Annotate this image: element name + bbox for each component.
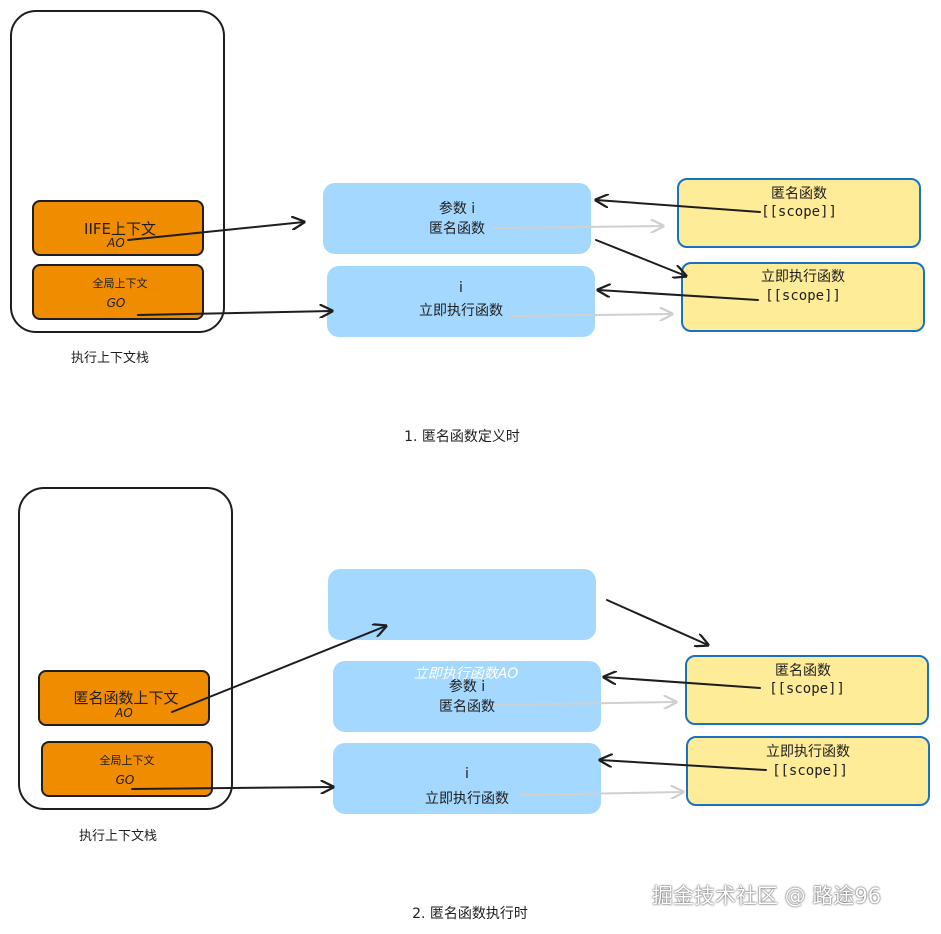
blue-bottom-line2-1: 立即执行函数 (419, 303, 503, 319)
global-context-go-2: GO (115, 773, 135, 787)
execution-stack-frame-2 (18, 487, 233, 810)
blue-bottom-line1-2: i (465, 766, 469, 782)
closure-blue-bottom-1: i 立即执行函数 (327, 266, 595, 337)
arrow-global-go-to-blue-2 (131, 787, 333, 789)
blue-top-line2-1: 匿名函数 (429, 221, 485, 237)
yellow-bottom-line1-2: 立即执行函数 (766, 744, 850, 760)
yellow-top-line2-1: [[scope]] (761, 204, 837, 220)
yellow-top-line1-1: 匿名函数 (771, 186, 827, 202)
anon-context-box: 匿名函数上下文 AO (38, 670, 210, 726)
blue-bottom-line2-2: 立即执行函数 (425, 791, 509, 807)
global-context-title-2: 全局上下文 (99, 754, 155, 767)
stack-label-2: 执行上下文栈 (78, 829, 158, 844)
yellow-top-line1-2: 匿名函数 (775, 663, 831, 679)
caption-1: 1. 匿名函数定义时 (404, 429, 520, 445)
global-context-title-1: 全局上下文 (92, 277, 148, 290)
blue-mid-line2-2: 匿名函数 (439, 699, 495, 715)
scope-yellow-bottom-2: 立即执行函数 [[scope]] (686, 736, 930, 806)
blue-bottom-line1-1: i (459, 280, 463, 296)
yellow-bottom-line1-1: 立即执行函数 (761, 269, 845, 285)
arrow-light-anon-to-yellow-2 (493, 702, 676, 705)
anon-context-ao: AO (115, 706, 133, 720)
blue-ao-label-2: 立即执行函数AO (413, 666, 519, 682)
arrow-blue-to-yellow-bottom (595, 239, 686, 276)
blue-mid-line1-2: 参数 i (448, 679, 486, 695)
arrow-anon-ao-to-blue-ao (171, 626, 386, 713)
closure-blue-top-1: 参数 i 匿名函数 (323, 183, 591, 254)
watermark: 掘金技术社区 @ 路途96 (652, 884, 882, 908)
arrow-light-iife-to-yellow-2 (519, 792, 683, 795)
iife-context-title: IIFE上下文 (84, 220, 156, 238)
caption-2: 2. 匿名函数执行时 (412, 906, 528, 922)
iife-context-box: IIFE上下文 AO (32, 200, 204, 256)
execution-stack-frame-1 (10, 10, 225, 333)
arrow-yellow-scope-to-blue-bottom (598, 290, 759, 301)
global-context-box-1: 全局上下文 GO (32, 264, 204, 320)
arrow-global-go-to-blue (137, 311, 332, 315)
global-context-go-1: GO (106, 296, 126, 310)
scope-yellow-top-1: 匿名函数 [[scope]] (677, 178, 921, 248)
blue-top-line1-1: 参数 i (438, 201, 476, 217)
arrow-yellow-scope-to-blue-bottom-2 (600, 760, 767, 771)
yellow-bottom-line2-2: [[scope]] (772, 763, 848, 779)
arrow-yellow-scope-to-blue-mid-2 (604, 677, 761, 689)
arrow-light-anon-to-yellow (491, 226, 663, 228)
scope-yellow-top-2: 匿名函数 [[scope]] (685, 655, 929, 725)
iife-context-ao: AO (107, 236, 125, 250)
arrow-yellow-scope-to-blue-top (596, 200, 761, 213)
yellow-bottom-line2-1: [[scope]] (765, 288, 841, 304)
yellow-top-line2-2: [[scope]] (769, 681, 845, 697)
closure-blue-bottom-2: i 立即执行函数 (333, 743, 601, 814)
arrow-light-iife-to-yellow (509, 314, 672, 316)
anon-context-title: 匿名函数上下文 (73, 689, 179, 707)
arrow-blue-ao-to-yellow (606, 599, 708, 645)
closure-blue-mid-2: 参数 i 匿名函数 (333, 661, 601, 732)
stack-label-1: 执行上下文栈 (70, 351, 150, 366)
arrow-iife-ao-to-blue (127, 222, 304, 241)
